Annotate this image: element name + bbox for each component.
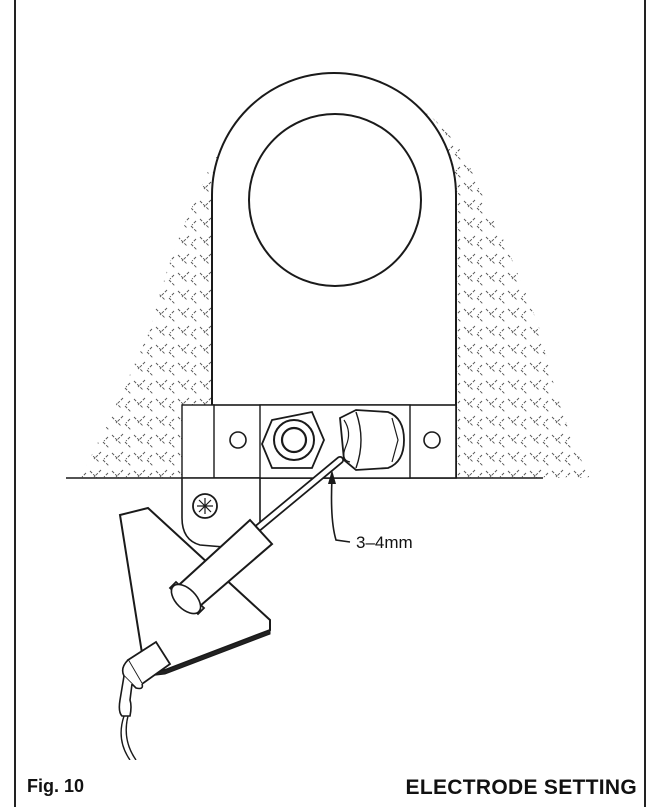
ignition-electrode — [168, 456, 344, 616]
figure-frame — [14, 0, 646, 807]
gas-nozzle — [261, 410, 325, 469]
mounting-hole-left — [229, 431, 247, 449]
mounting-hole-right — [423, 431, 441, 449]
burner-port — [248, 113, 422, 287]
figure-title: ELECTRODE SETTING — [405, 776, 637, 799]
gap-measurement-label: 3–4mm — [356, 533, 413, 552]
bracket-left — [181, 404, 215, 479]
gap-pointer — [328, 470, 351, 543]
electrode-setting-illustration: 3–4mm — [66, 72, 590, 760]
pilot-hood — [339, 409, 405, 471]
figure-number: Fig. 10 — [27, 776, 85, 796]
ht-lead — [118, 640, 172, 760]
